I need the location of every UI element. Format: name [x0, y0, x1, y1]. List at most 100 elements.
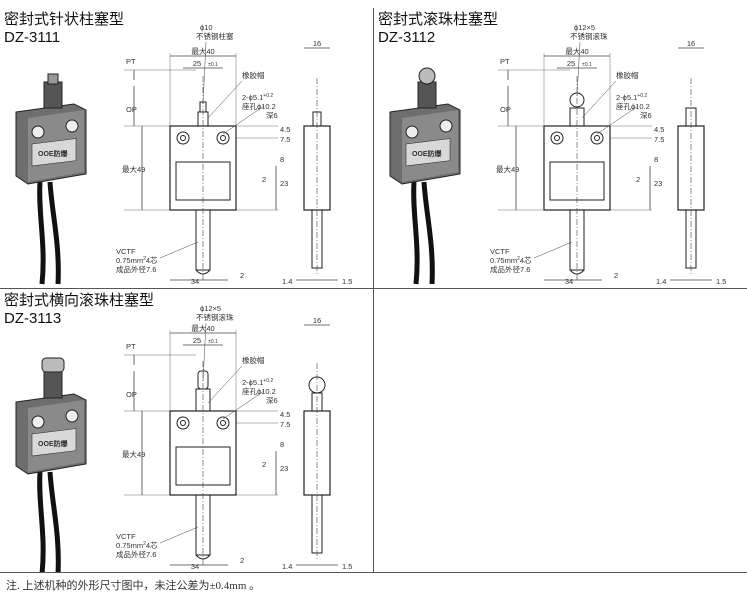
holes-seat-label: 座孔ϕ10.2 — [242, 101, 276, 111]
holes-seat-label: 座孔ϕ10.2 — [616, 101, 650, 111]
cable-spec-label: 0.75mm24芯 — [116, 540, 158, 550]
rubber-cap-label: 橡胶帽 — [616, 70, 639, 80]
switch-model: DZ-3113 — [4, 310, 62, 327]
plunger-cap — [417, 81, 437, 109]
dim-label-1-5: 1.5 — [342, 277, 352, 286]
product-photo: OOE防爆 — [15, 73, 87, 285]
dim-label-2b: 2 — [614, 271, 618, 280]
front-view: 最大4025±0.1ϕ10不锈钢柱塞橡胶帽2-ϕ5.1+0.2座孔ϕ10.2深6… — [116, 23, 290, 286]
panel-title: 密封式针状柱塞型 DZ-3111 — [4, 11, 124, 47]
mount-hole-right-inner — [594, 135, 600, 141]
leader-line — [596, 105, 639, 135]
dim-label-4-5: 4.5 — [280, 125, 290, 134]
switch-type-title: 密封式针状柱塞型 — [4, 11, 125, 28]
switch-model: DZ-3112 — [378, 29, 436, 46]
dim-label-25: 25 — [567, 59, 575, 68]
dim-label-25: 25 — [193, 59, 201, 68]
plunger-material-label: 不锈钢滚珠 — [570, 31, 608, 41]
switch-drawing: OOE防爆最大4025±0.1ϕ12×5不锈钢滚珠橡胶帽2-ϕ5.1+0.2座孔… — [389, 23, 726, 286]
cable-spec-label: 0.75mm24芯 — [116, 255, 158, 265]
plunger-cap — [43, 369, 63, 399]
holes-seat-label: 座孔ϕ10.2 — [242, 386, 276, 396]
dim-label-23: 23 — [280, 179, 288, 188]
switch-drawing: OOE防爆最大4025±0.1ϕ12×5不锈钢滚珠橡胶帽2-ϕ5.1+0.2座孔… — [15, 304, 352, 572]
plunger-size-label: ϕ10 — [200, 23, 213, 32]
holes-depth-label: 深6 — [640, 111, 652, 120]
dim-label-1-4: 1.4 — [282, 562, 292, 571]
dim-label-4-5: 4.5 — [280, 410, 290, 419]
switch-drawing: OOE防爆最大4025±0.1ϕ10不锈钢柱塞橡胶帽2-ϕ5.1+0.2座孔ϕ1… — [15, 23, 352, 286]
dim-label-max49: 最大49 — [122, 164, 145, 174]
holes-depth-label: 深6 — [266, 111, 278, 120]
mount-hole-right-inner — [220, 135, 226, 141]
column-divider — [373, 8, 374, 573]
dim-label-1-5: 1.5 — [716, 277, 726, 286]
cable-type-label: VCTF — [490, 247, 510, 256]
switch-model: DZ-3111 — [4, 29, 61, 46]
leader-line — [202, 322, 207, 382]
dim-label-8: 8 — [654, 155, 658, 164]
cable — [411, 181, 420, 285]
footnote: 注. 上述机种的外形尺寸图中，未注公差为±0.4mm 。 — [6, 580, 261, 592]
mount-hole-left — [176, 416, 190, 430]
dim-label-16: 16 — [313, 316, 321, 325]
cable-diameter-label: 成品外径7.6 — [490, 264, 530, 274]
product-photo: OOE防爆 — [389, 67, 461, 285]
panel-title: 密封式滚珠柱塞型 DZ-3112 — [378, 11, 498, 47]
plunger-pin — [47, 73, 59, 85]
dim-label-pt: PT — [126, 342, 136, 351]
brand-label: OOE防爆 — [38, 149, 69, 158]
cable — [47, 471, 61, 572]
dim-label-7-5: 7.5 — [280, 135, 290, 144]
plunger-size-label: ϕ12×5 — [200, 304, 221, 313]
holes-depth-label: 深6 — [266, 396, 278, 405]
dim-label-34: 34 — [191, 562, 199, 571]
dim-label-16: 16 — [687, 39, 695, 48]
dim-label-max49: 最大49 — [496, 164, 519, 174]
dim-label-op: OP — [126, 390, 137, 399]
dim-label-max40: 最大40 — [191, 323, 214, 333]
mount-hole — [65, 409, 79, 423]
dim-label-23: 23 — [280, 464, 288, 473]
leader-line — [576, 41, 581, 97]
front-view: 最大4025±0.1ϕ12×5不锈钢滚珠橡胶帽2-ϕ5.1+0.2座孔ϕ10.2… — [116, 304, 290, 571]
dim-label-34: 34 — [565, 277, 573, 286]
nameplate — [405, 138, 451, 167]
cable — [47, 181, 61, 285]
side-view: 16 1.4 1.5 — [656, 39, 726, 286]
leader-line — [159, 241, 199, 259]
dim-label-pt: PT — [126, 57, 136, 66]
mount-hole-left-inner — [554, 135, 560, 141]
mount-hole-right — [216, 131, 230, 145]
mount-hole-right — [590, 131, 604, 145]
dim-label-tol: ±0.1 — [582, 62, 592, 68]
mount-hole — [439, 119, 453, 133]
cable — [37, 181, 46, 285]
dim-label-7-5: 7.5 — [280, 420, 290, 429]
dim-label-1-4: 1.4 — [656, 277, 666, 286]
plunger-material-label: 不锈钢滚珠 — [196, 312, 234, 322]
leader-line — [581, 80, 617, 119]
cross-roller — [41, 357, 65, 373]
rubber-cap-label: 橡胶帽 — [242, 70, 265, 80]
plunger-material-label: 不锈钢柱塞 — [196, 31, 234, 41]
cable-spec-label: 0.75mm24芯 — [490, 255, 532, 265]
dim-label-2b: 2 — [240, 556, 244, 565]
holes-label: 2-ϕ5.1+0.2 — [242, 378, 273, 387]
leader-line — [207, 80, 243, 119]
dim-label-max40: 最大40 — [565, 46, 588, 56]
nameplate — [31, 138, 77, 167]
dim-label-8: 8 — [280, 155, 284, 164]
row-divider — [0, 288, 747, 289]
mount-hole-left-inner — [180, 135, 186, 141]
leader-line — [222, 105, 265, 135]
cable-diameter-label: 成品外径7.6 — [116, 549, 156, 559]
empty-panel — [374, 289, 747, 572]
mount-hole — [65, 119, 79, 133]
dim-label-1-5: 1.5 — [342, 562, 352, 571]
dim-label-op: OP — [126, 105, 137, 114]
